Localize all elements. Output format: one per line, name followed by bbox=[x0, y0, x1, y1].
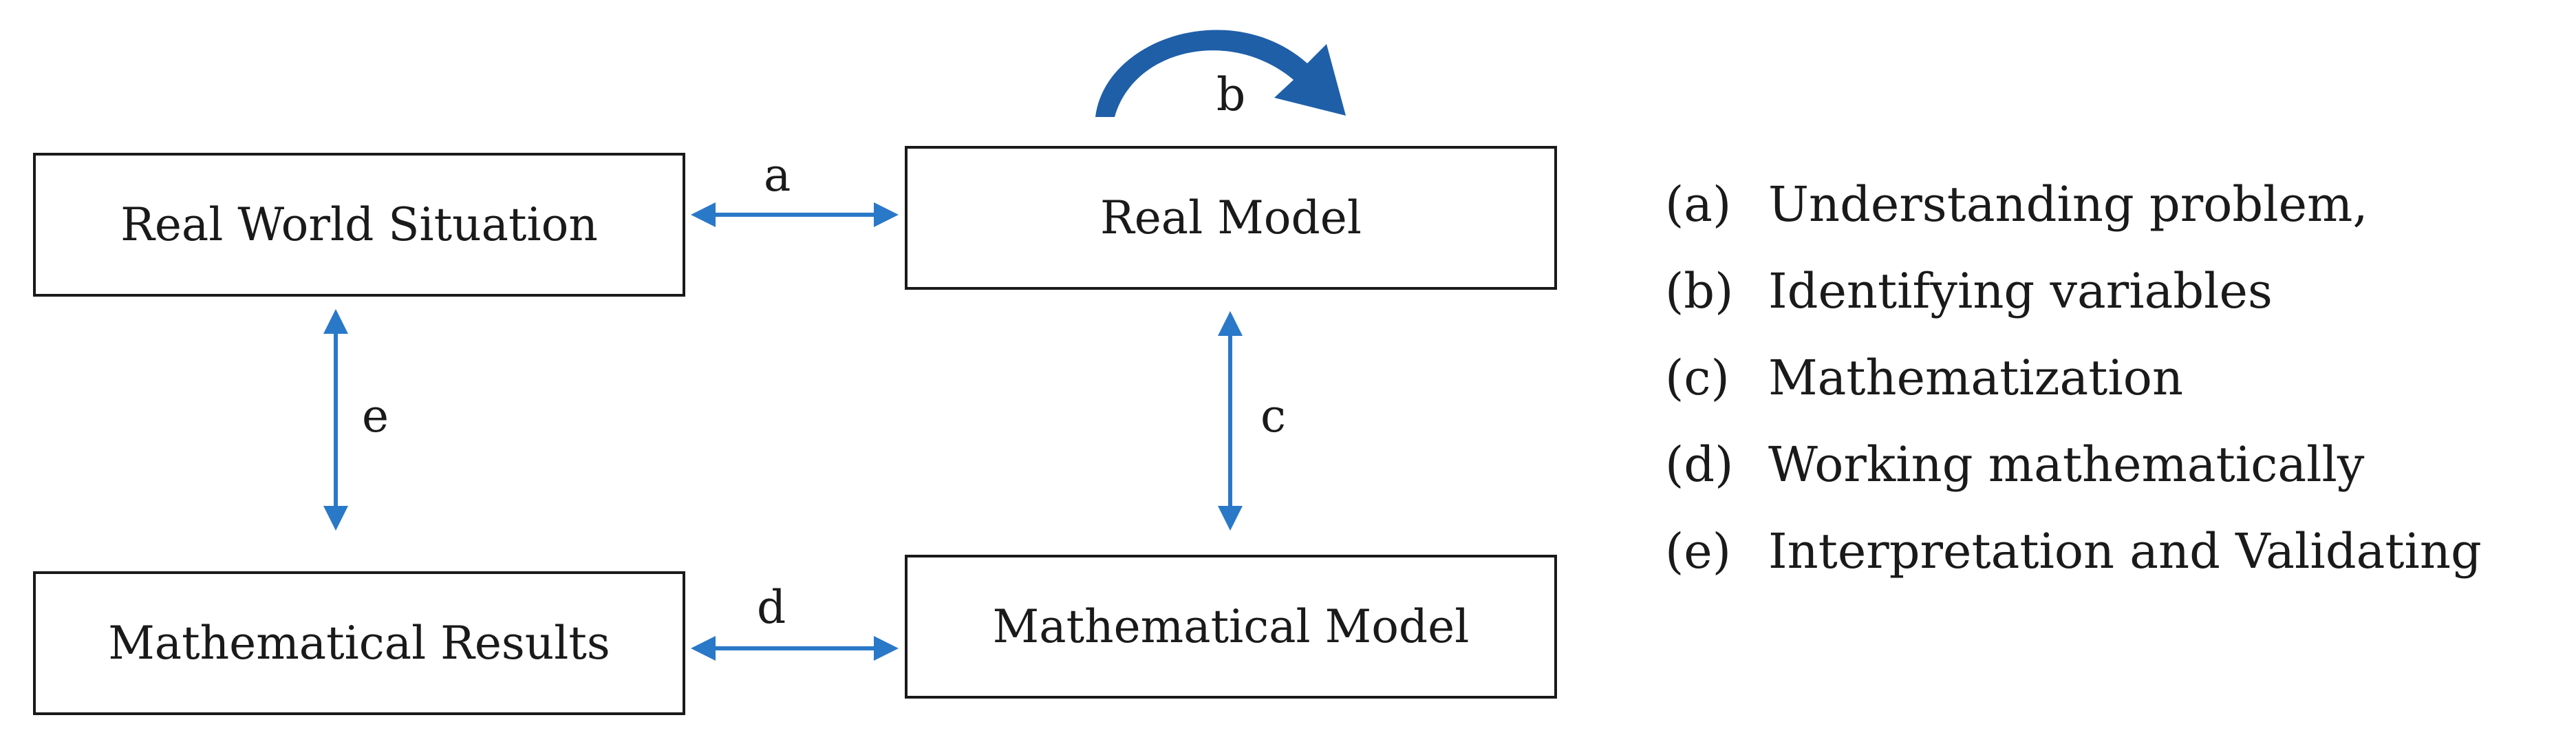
real-world-situation-label: Real World Situation bbox=[120, 198, 598, 251]
real-world-situation-box: Real World Situation bbox=[33, 153, 685, 297]
mathematical-model-box: Mathematical Model bbox=[905, 555, 1557, 699]
legend: (a) Understanding problem, (b) Identifyi… bbox=[1665, 180, 2482, 614]
arrow-label-a: a bbox=[764, 149, 791, 202]
arrow-label-d: d bbox=[757, 581, 786, 634]
curved-arrow-b bbox=[1095, 30, 1346, 117]
legend-key: (d) bbox=[1665, 436, 1734, 493]
legend-item: (e) Interpretation and Validating bbox=[1665, 527, 2482, 614]
real-model-label: Real Model bbox=[1100, 191, 1362, 244]
mathematical-model-label: Mathematical Model bbox=[992, 600, 1470, 653]
legend-item: (c) Mathematization bbox=[1665, 354, 2482, 440]
legend-text: Working mathematically bbox=[1768, 436, 2365, 493]
legend-item: (a) Understanding problem, bbox=[1665, 180, 2482, 267]
arrow-label-e: e bbox=[362, 390, 389, 443]
arrow-label-b: b bbox=[1216, 68, 1246, 121]
legend-key: (c) bbox=[1665, 350, 1730, 406]
legend-item: (d) Working mathematically bbox=[1665, 440, 2482, 527]
legend-text: Understanding problem, bbox=[1768, 176, 2368, 233]
legend-text: Mathematization bbox=[1768, 350, 2184, 406]
real-model-box: Real Model bbox=[905, 146, 1557, 290]
legend-text: Interpretation and Validating bbox=[1768, 523, 2482, 580]
legend-key: (e) bbox=[1665, 523, 1732, 580]
arrow-label-c: c bbox=[1260, 390, 1286, 443]
legend-key: (a) bbox=[1665, 176, 1732, 233]
legend-text: Identifying variables bbox=[1768, 263, 2273, 319]
legend-item: (b) Identifying variables bbox=[1665, 267, 2482, 354]
mathematical-results-box: Mathematical Results bbox=[33, 571, 685, 715]
mathematical-results-label: Mathematical Results bbox=[108, 617, 610, 670]
legend-key: (b) bbox=[1665, 263, 1734, 319]
